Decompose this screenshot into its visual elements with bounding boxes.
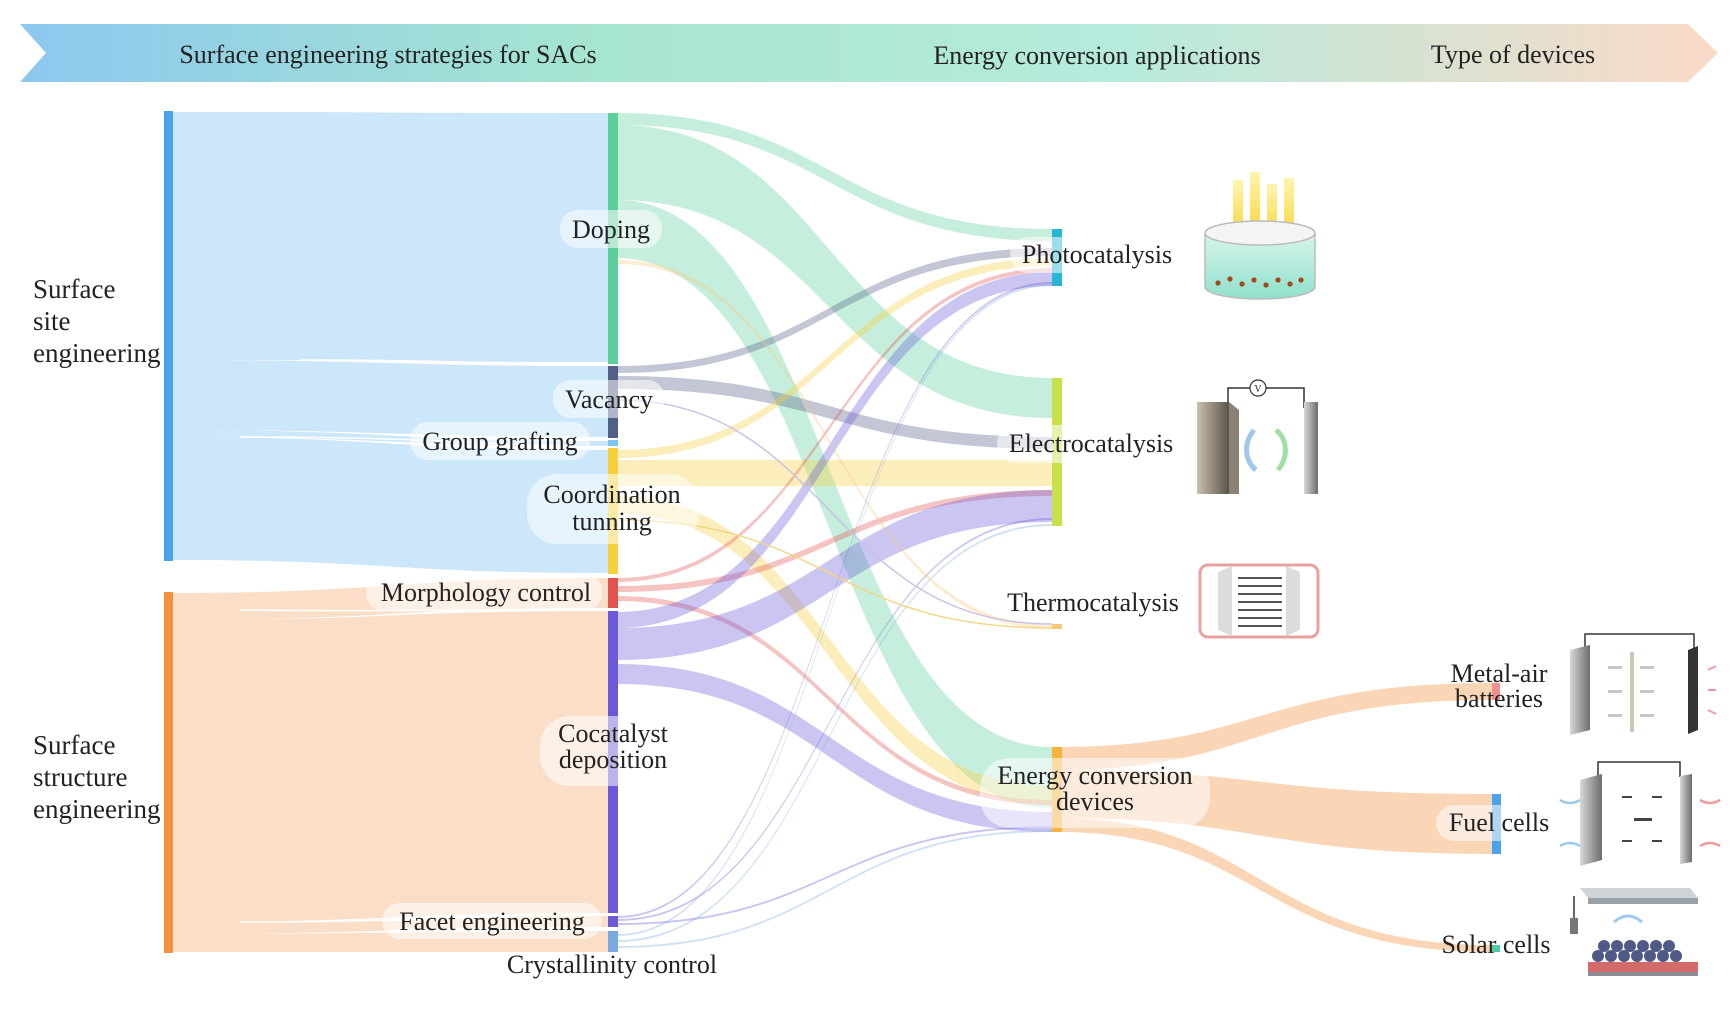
label-electrocatalysis: Electrocatalysis <box>1009 429 1174 458</box>
label-energy-devices-1: Energy conversion <box>997 761 1192 790</box>
node-bar-surface-structure <box>164 592 173 953</box>
flow-site-doping <box>171 112 610 362</box>
label-coordination-1: Coordination <box>543 480 680 509</box>
electrolysis-cell-icon: V <box>1197 379 1318 494</box>
node-bar-thermocatalysis <box>1052 624 1062 629</box>
svg-text:V: V <box>1254 384 1262 395</box>
label-solar-cells: Solar cells <box>1441 930 1550 959</box>
flow-vacancy-photo <box>617 248 1052 373</box>
middle-labels: Doping Vacancy Group grafting Coordinati… <box>381 215 717 979</box>
metal-air-battery-icon <box>1570 633 1717 735</box>
label-metal-air-1: Metal-air <box>1451 659 1548 688</box>
node-bar-morphology <box>608 578 618 608</box>
flow-facet-energy <box>617 826 1052 925</box>
thermal-reactor-icon <box>1198 563 1320 639</box>
label-energy-devices-2: devices <box>1056 787 1134 816</box>
fuel-cell-icon <box>1559 761 1721 866</box>
label-surface-site-3: engineering <box>33 338 160 368</box>
stage-header-applications: Energy conversion applications <box>933 41 1260 70</box>
flow-structure-cocatalyst <box>171 611 610 922</box>
flow-energy-solarcells <box>1058 818 1492 952</box>
label-coordination-2: tunning <box>572 507 651 536</box>
flow-site-coordination <box>171 437 610 573</box>
node-bar-solar-cells <box>1492 945 1500 952</box>
flow-coord-photo <box>617 258 1052 458</box>
node-bar-facet <box>608 916 618 927</box>
node-bar-metal-air <box>1492 683 1500 700</box>
label-cocatalyst-1: Cocatalyst <box>558 719 669 748</box>
label-surface-structure-2: structure <box>33 762 127 792</box>
flow-doping-photo <box>617 113 1052 241</box>
label-fuel-cells: Fuel cells <box>1449 808 1549 837</box>
flow-energy-metalair <box>1058 683 1492 770</box>
flow-cryst-energy <box>617 830 1052 948</box>
photocatalysis-reactor-icon <box>1204 172 1316 300</box>
left-labels: Surface site engineering Surface structu… <box>33 274 160 824</box>
flow-cocat-photo <box>617 272 1052 628</box>
label-surface-structure-3: engineering <box>33 794 160 824</box>
label-doping: Doping <box>572 215 650 244</box>
node-bar-surface-site <box>164 111 173 561</box>
node-bar-crystallinity <box>608 931 618 952</box>
label-crystallinity: Crystallinity control <box>507 950 717 979</box>
flow-doping-energy <box>617 200 1052 808</box>
flow-coord-energy <box>617 496 1052 805</box>
stage-header-devices: Type of devices <box>1431 40 1595 69</box>
flow-cocat-energy <box>617 664 1052 832</box>
flow-coord-electro <box>617 460 1052 486</box>
label-thermocatalysis: Thermocatalysis <box>1007 588 1179 617</box>
label-morphology: Morphology control <box>381 578 591 607</box>
flows-level2 <box>616 113 1053 948</box>
node-bar-grafting <box>608 440 618 446</box>
label-vacancy: Vacancy <box>565 385 653 414</box>
flow-site-vacancy <box>171 360 610 437</box>
application-labels: Photocatalysis Electrocatalysis Thermoca… <box>997 240 1192 816</box>
label-facet: Facet engineering <box>399 907 585 936</box>
label-surface-site-1: Surface <box>33 274 115 304</box>
label-metal-air-2: batteries <box>1455 684 1543 713</box>
header-arrow <box>20 24 1718 82</box>
label-pills <box>366 210 1564 939</box>
solar-cell-icon <box>1570 888 1698 976</box>
flow-morph-electro <box>617 490 1052 592</box>
label-surface-site-2: site <box>33 306 71 336</box>
stage-header-strategies: Surface engineering strategies for SACs <box>179 40 596 69</box>
flows-level1 <box>171 112 611 952</box>
label-group-grafting: Group grafting <box>422 427 577 456</box>
label-photocatalysis: Photocatalysis <box>1022 240 1172 269</box>
flow-vacancy-electro <box>617 376 1052 449</box>
label-surface-structure-1: Surface <box>33 730 115 760</box>
device-labels: Metal-air batteries Fuel cells Solar cel… <box>1441 659 1550 959</box>
label-cocatalyst-2: deposition <box>559 745 667 774</box>
flow-doping-electro <box>617 125 1052 418</box>
